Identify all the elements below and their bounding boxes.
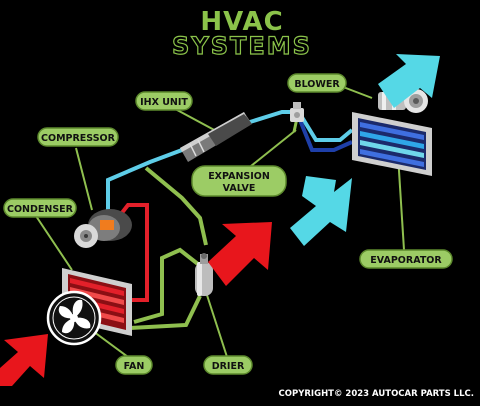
label-ihx-unit: IHX UNIT <box>135 91 193 111</box>
label-fan-text: FAN <box>124 361 145 372</box>
evaporator-icon <box>352 112 432 176</box>
cold-air-arrow-top <box>378 54 440 108</box>
copyright-text: COPYRIGHT© 2023 AUTOCAR PARTS LLC. <box>279 389 474 399</box>
cold-air-arrow-left <box>290 176 352 246</box>
pipe-drier-to-condenser <box>133 247 205 324</box>
title-line-2: SYSTEMS <box>172 32 312 60</box>
pipe-ihx-to-drier <box>144 166 208 246</box>
hot-air-arrow-bottom <box>0 334 48 386</box>
label-evaporator: EVAPORATOR <box>359 249 453 269</box>
pipe-evaporator-return <box>298 119 353 152</box>
drier-icon <box>195 253 213 296</box>
label-condenser-text: CONDENSER <box>7 204 74 215</box>
label-blower-text: BLOWER <box>294 79 340 90</box>
pipe-compressor-to-ihx <box>106 148 183 212</box>
label-expansion-valve-line1: EXPANSION <box>208 171 270 182</box>
label-evaporator-text: EVAPORATOR <box>370 255 442 266</box>
title-line-1: HVAC <box>200 7 283 37</box>
label-compressor-text: COMPRESSOR <box>41 133 116 144</box>
pipe-ihx-to-valve <box>249 110 296 124</box>
ihx-unit-icon <box>180 112 252 162</box>
label-blower: BLOWER <box>287 73 347 93</box>
label-expansion-valve: EXPANSION VALVE <box>191 165 287 197</box>
label-drier: DRIER <box>203 355 253 375</box>
label-ihx-unit-text: IHX UNIT <box>140 97 188 108</box>
label-drier-text: DRIER <box>212 361 245 372</box>
fan-icon <box>46 290 102 346</box>
label-expansion-valve-line2: VALVE <box>223 183 256 194</box>
pipe-hot-gas <box>116 203 149 302</box>
pipe-valve-to-evaporator <box>298 112 354 142</box>
pipe-drier-outlet <box>129 295 202 330</box>
hot-air-arrow-right <box>208 222 272 286</box>
label-fan: FAN <box>115 355 153 375</box>
expansion-valve-icon <box>290 102 304 122</box>
compressor-icon <box>74 209 132 248</box>
label-compressor: COMPRESSOR <box>37 127 119 147</box>
label-condenser: CONDENSER <box>3 198 77 218</box>
